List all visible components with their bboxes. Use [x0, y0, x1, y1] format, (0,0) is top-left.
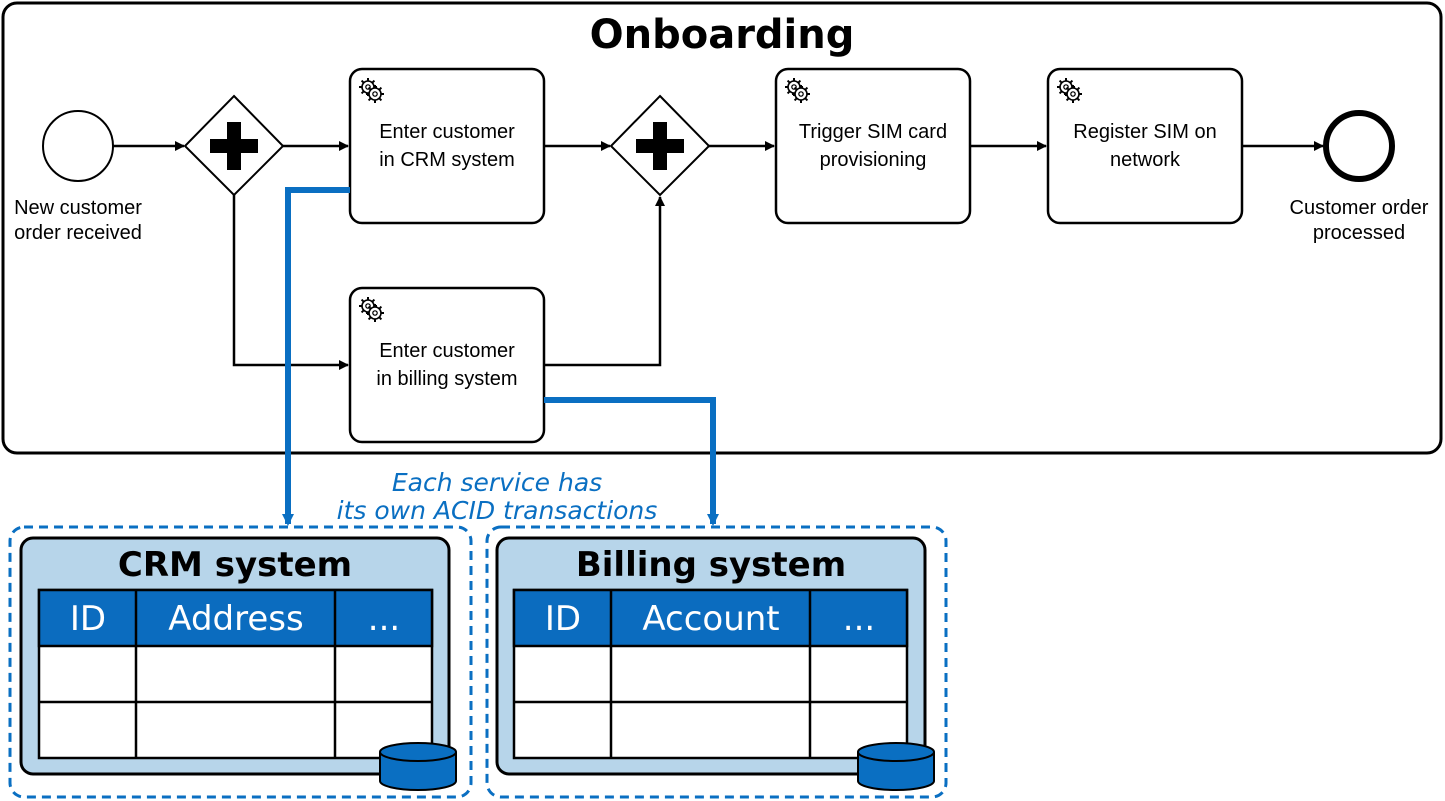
task-register-sim-network[interactable]: Register SIM on network: [1046, 67, 1244, 225]
pool-title: Onboarding: [590, 12, 855, 58]
column-header-more: ...: [368, 599, 400, 639]
column-header-more: ...: [843, 599, 875, 639]
database-title: CRM system: [118, 545, 352, 585]
end-event-label-line1: Customer order: [1290, 197, 1429, 219]
task-label-line1: Enter customer: [379, 121, 515, 143]
data-connections: [282, 187, 719, 526]
flow-billing-to-join: [544, 196, 665, 367]
billing-database[interactable]: Billing system ID Account ...: [485, 525, 948, 799]
column-header-id: ID: [70, 599, 106, 639]
acid-note-line1: Each service has: [392, 468, 602, 497]
task-label-line2: network: [1110, 149, 1181, 171]
column-header-account: Account: [642, 599, 779, 639]
billing-task-to-billing-db: [544, 397, 719, 526]
task-enter-customer-crm[interactable]: Enter customer in CRM system: [348, 67, 546, 225]
plus-icon: [636, 122, 684, 170]
start-event-label-line1: New customer: [14, 197, 142, 219]
start-event[interactable]: [42, 110, 114, 182]
flow-split-to-billing: [232, 195, 349, 370]
crm-database[interactable]: CRM system ID Address ...: [8, 525, 473, 799]
database-cylinder-icon: [379, 742, 457, 791]
task-trigger-sim-provisioning[interactable]: Trigger SIM card provisioning: [774, 67, 972, 225]
end-event-label-line2: processed: [1313, 222, 1405, 244]
start-event-label-line2: order received: [14, 222, 142, 244]
column-header-address: Address: [168, 599, 303, 639]
task-label-line2: in CRM system: [379, 149, 515, 171]
join-gateway[interactable]: [609, 94, 711, 197]
task-label-line1: Register SIM on: [1073, 121, 1216, 143]
column-header-id: ID: [545, 599, 581, 639]
end-event[interactable]: [1323, 110, 1395, 182]
database-title: Billing system: [576, 545, 846, 585]
database-cylinder-icon: [857, 742, 935, 791]
task-label-line2: provisioning: [820, 149, 927, 171]
task-label-line2: in billing system: [376, 368, 517, 390]
task-enter-customer-billing[interactable]: Enter customer in billing system: [348, 286, 546, 444]
task-label-line1: Enter customer: [379, 340, 515, 362]
task-label-line1: Trigger SIM card: [799, 121, 947, 143]
plus-icon: [210, 122, 258, 170]
crm-task-to-crm-db: [282, 187, 350, 526]
acid-note-line2: its own ACID transactions: [337, 496, 658, 525]
sequence-flows: [113, 141, 1324, 370]
service-boundary: [485, 525, 948, 799]
service-boundary: [8, 525, 473, 799]
